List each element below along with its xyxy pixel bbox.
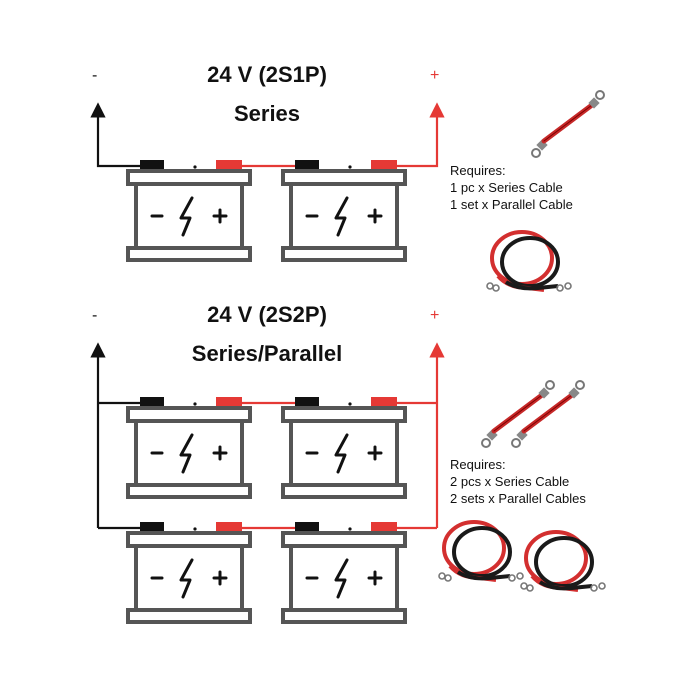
series-cable-icon xyxy=(512,381,584,447)
requires-line: 1 set x Parallel Cable xyxy=(450,197,573,212)
parallel-cable-icon xyxy=(437,520,525,583)
section-title: 24 V (2S1P) xyxy=(207,62,327,87)
requirements-text: Requires: 1 pc x Series Cable 1 set x Pa… xyxy=(450,163,573,212)
requires-heading: Requires: xyxy=(450,457,506,472)
battery-icon xyxy=(126,395,252,499)
negative-label: - xyxy=(92,67,97,84)
requires-line: 2 sets x Parallel Cables xyxy=(450,491,586,506)
battery-icon xyxy=(281,395,407,499)
positive-output-wire xyxy=(393,102,445,168)
battery-icon xyxy=(126,520,252,624)
section-subtitle: Series/Parallel xyxy=(192,341,342,366)
section-2s1p: - + 24 V (2S1P) Series Requires: 1 pc x … xyxy=(90,62,604,293)
negative-output-wire xyxy=(90,102,142,168)
section-2s2p: - + 24 V (2S2P) Series/Parallel Requires… xyxy=(90,302,607,624)
parallel-cable-icon xyxy=(485,230,573,293)
requirements-text: Requires: 2 pcs x Series Cable 2 sets x … xyxy=(450,457,586,506)
battery-icon xyxy=(281,158,407,262)
series-cable-icon xyxy=(532,91,604,157)
negative-label: - xyxy=(92,307,97,324)
section-title: 24 V (2S2P) xyxy=(207,302,327,327)
requires-line: 1 pc x Series Cable xyxy=(450,180,563,195)
positive-label: + xyxy=(430,307,439,324)
battery-icon xyxy=(281,520,407,624)
positive-label: + xyxy=(430,67,439,84)
requires-line: 2 pcs x Series Cable xyxy=(450,474,569,489)
parallel-cable-icon xyxy=(519,530,607,593)
section-subtitle: Series xyxy=(234,101,300,126)
requires-heading: Requires: xyxy=(450,163,506,178)
battery-icon xyxy=(126,158,252,262)
